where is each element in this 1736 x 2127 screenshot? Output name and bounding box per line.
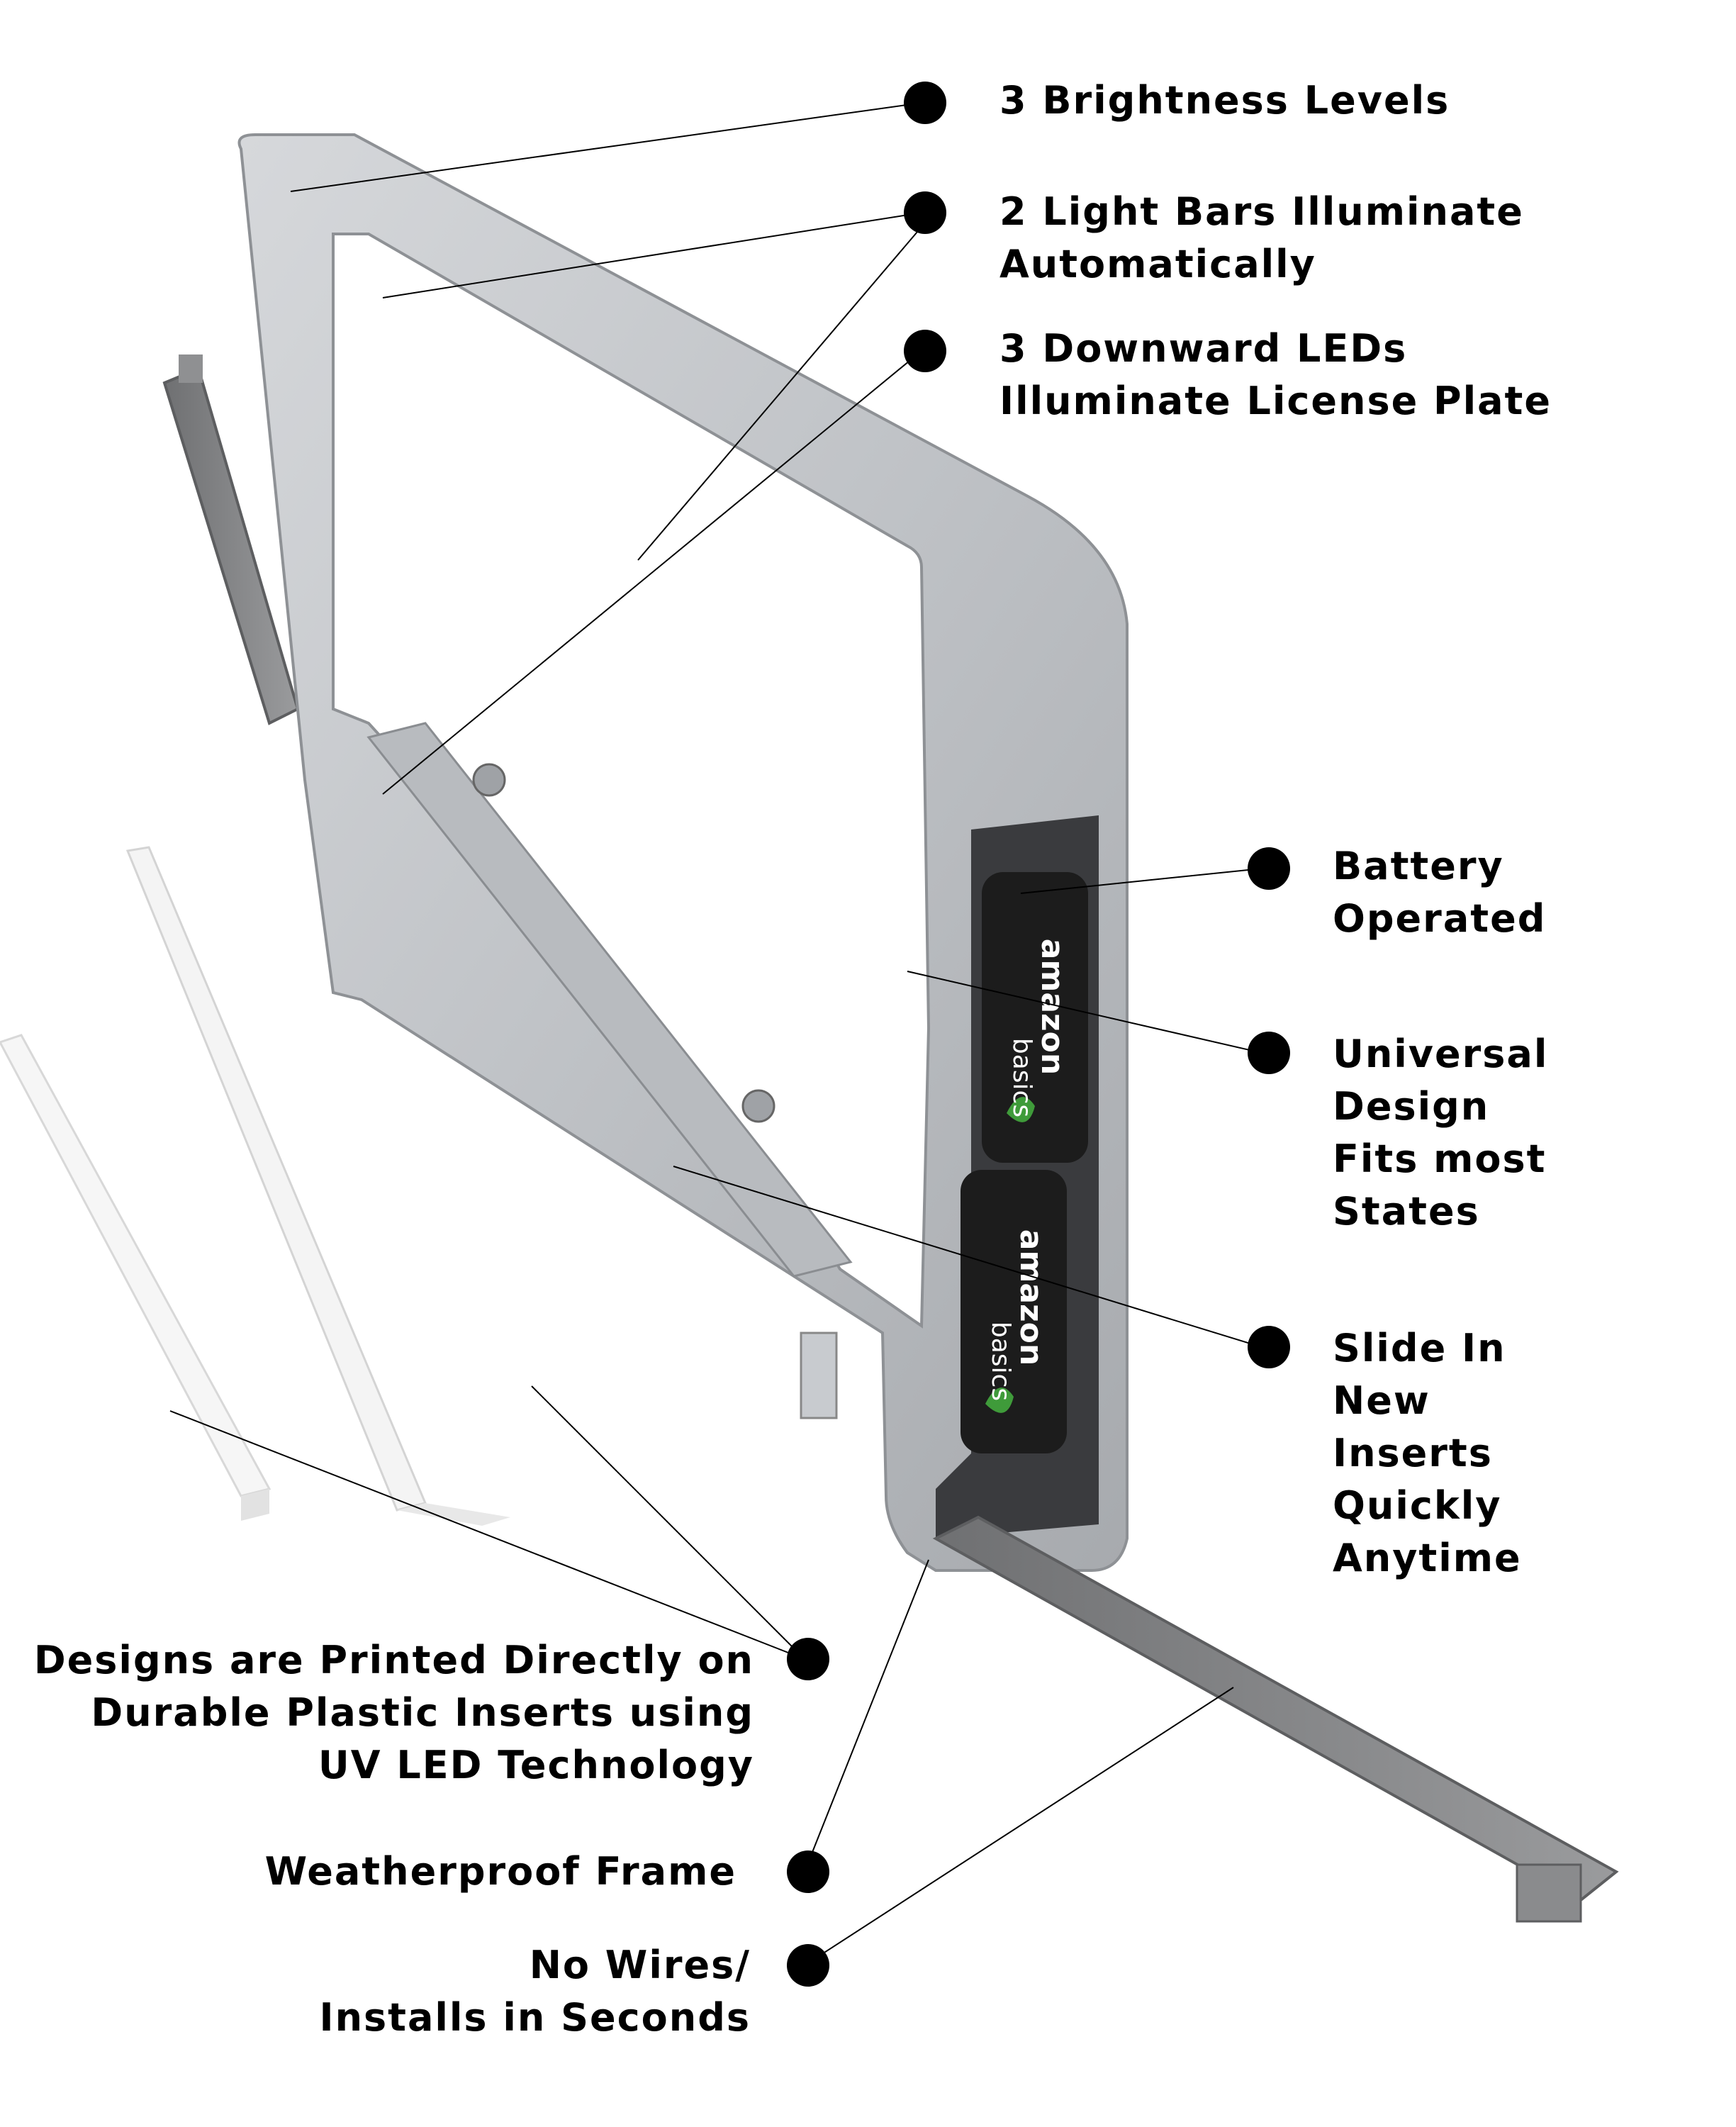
- callout-slide-in-line-4: Quickly: [1333, 1483, 1502, 1528]
- callout-designs-line-1: Designs are Printed Directly on: [33, 1638, 754, 1682]
- callout-designs-line-2: Durable Plastic Inserts using: [91, 1690, 754, 1735]
- callout-brightness-line-1: 3 Brightness Levels: [999, 78, 1450, 123]
- callout-brightness: 3 Brightness Levels: [999, 74, 1450, 127]
- callout-weatherproof-line-1: Weatherproof Frame: [264, 1849, 737, 1894]
- callout-universal-line-2: Design: [1333, 1084, 1490, 1129]
- callout-universal-line-1: Universal: [1333, 1032, 1549, 1076]
- callout-dot-universal: [1248, 1032, 1290, 1074]
- screw-icon: [472, 763, 506, 797]
- callout-dot-no-wires: [787, 1944, 829, 1987]
- callout-battery-line-2: Operated: [1333, 896, 1547, 941]
- callout-no-wires-line-1: No Wires/: [529, 1943, 751, 1987]
- callout-downward-leds-line-2: Illuminate License Plate: [999, 379, 1552, 423]
- callout-dots: [787, 82, 1290, 1987]
- callout-weatherproof: Weatherproof Frame: [265, 1846, 737, 1898]
- plastic-inserts: [0, 846, 510, 1526]
- callout-no-wires-line-2: Installs in Seconds: [319, 1995, 751, 2040]
- battery-brand-bottom: basics: [1007, 1038, 1036, 1117]
- callout-slide-in-line-1: Slide In: [1333, 1326, 1506, 1370]
- callout-no-wires: No Wires/ Installs in Seconds: [319, 1939, 751, 2044]
- switch-icon: [800, 1332, 838, 1419]
- callout-dot-light-bars: [904, 191, 946, 234]
- battery-brand-top: amazon: [1034, 939, 1070, 1075]
- callout-downward-leds-line-1: 3 Downward LEDs: [999, 326, 1408, 371]
- callout-designs-line-3: UV LED Technology: [318, 1743, 754, 1787]
- callout-dot-battery: [1248, 847, 1290, 890]
- screw-icon: [741, 1089, 775, 1123]
- callout-battery: Battery Operated: [1333, 840, 1546, 945]
- leaf-icon: [1007, 1097, 1035, 1122]
- callout-downward-leds: 3 Downward LEDs Illuminate License Plate: [999, 323, 1552, 428]
- callout-battery-line-1: Battery: [1333, 844, 1504, 888]
- callout-dot-weatherproof: [787, 1850, 829, 1893]
- callout-dot-designs: [787, 1638, 829, 1680]
- callout-slide-in-line-2: New: [1333, 1378, 1430, 1423]
- callout-slide-in-line-3: Inserts: [1333, 1431, 1493, 1475]
- callout-dot-slide-in: [1248, 1326, 1290, 1368]
- callout-light-bars: 2 Light Bars Illuminate Automatically: [999, 186, 1524, 291]
- callout-leader-lines: [169, 102, 1262, 1966]
- callout-designs: Designs are Printed Directly on Durable …: [34, 1634, 754, 1792]
- light-bar-bottom: [366, 722, 853, 1419]
- callout-light-bars-line-1: 2 Light Bars Illuminate: [999, 189, 1524, 234]
- callout-light-bars-line-2: Automatically: [999, 242, 1316, 286]
- callout-universal-line-3: Fits most: [1333, 1137, 1547, 1181]
- callout-dot-brightness: [904, 82, 946, 124]
- callout-slide-in: Slide In New Inserts Quickly Anytime: [1333, 1322, 1522, 1585]
- callout-universal: Universal Design Fits most States: [1333, 1028, 1548, 1238]
- battery-door-open: [932, 1515, 1619, 1923]
- callout-dot-downward-leds: [904, 330, 946, 372]
- battery-brand-top-2: amazon: [1013, 1229, 1049, 1366]
- callout-universal-line-4: States: [1333, 1189, 1480, 1234]
- batteries: amazon basics amazon basics: [961, 872, 1088, 1453]
- battery-brand-bottom-2: basics: [986, 1322, 1015, 1401]
- callout-slide-in-line-5: Anytime: [1333, 1536, 1522, 1580]
- leaf-icon: [985, 1388, 1014, 1413]
